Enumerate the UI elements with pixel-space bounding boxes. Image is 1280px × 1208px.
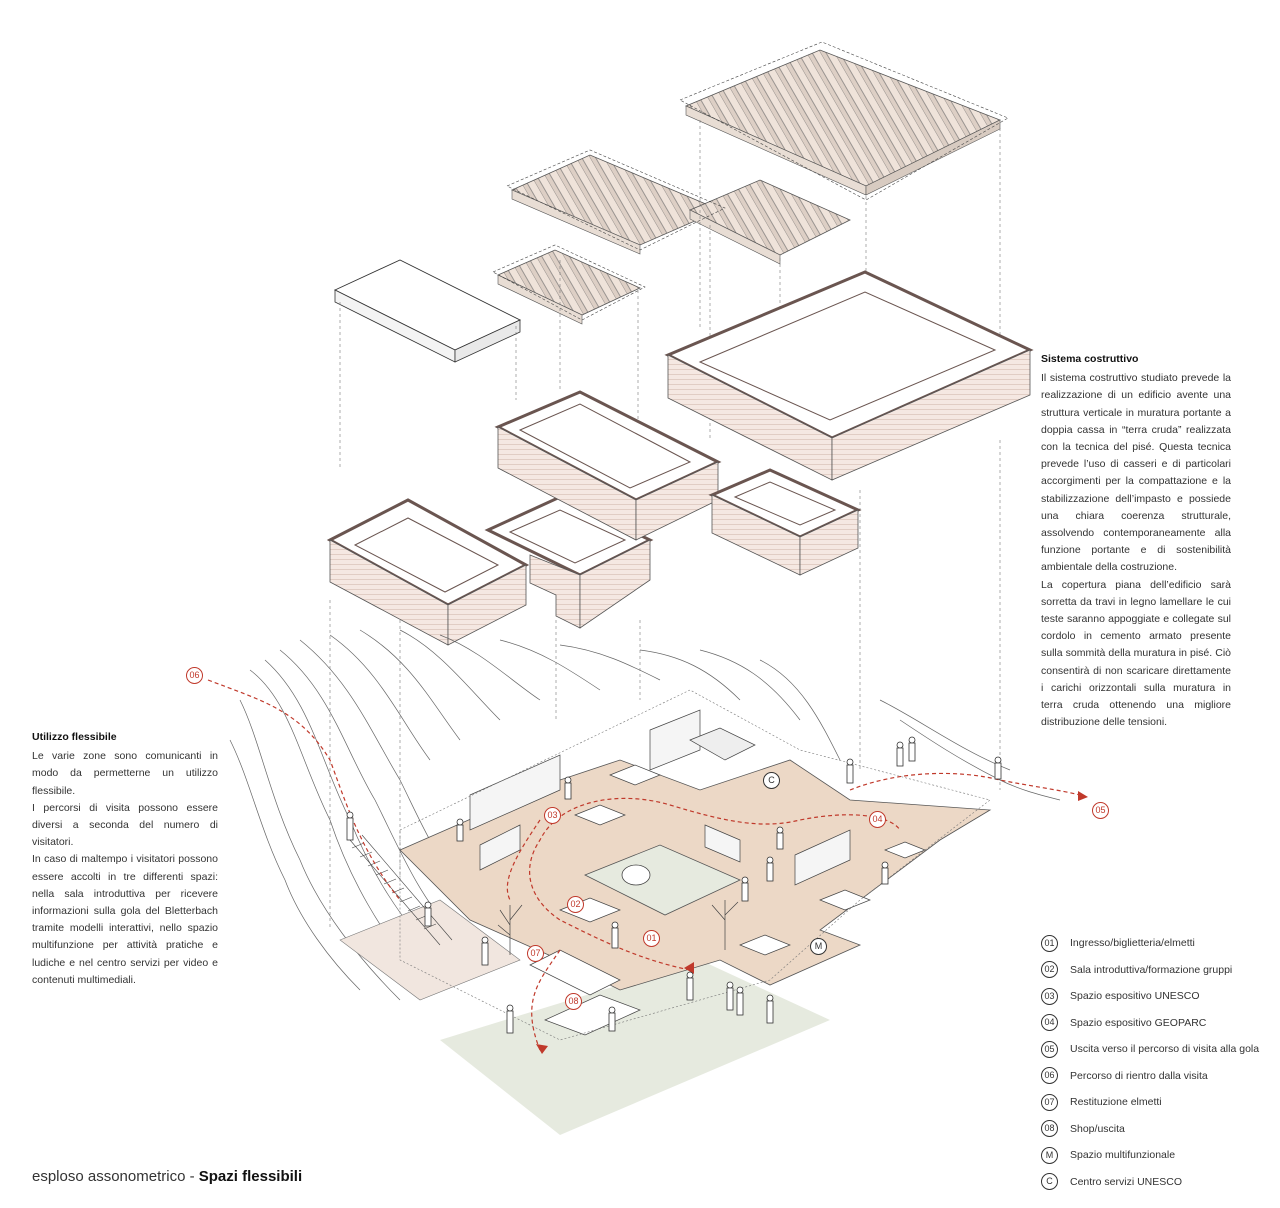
- person-figure: [481, 936, 489, 966]
- terrain-contours: [229, 629, 1061, 1001]
- person-figure: [726, 981, 734, 1011]
- wall-box-right: [708, 468, 862, 576]
- person-figure: [766, 856, 774, 882]
- entrance-plaza: [440, 960, 830, 1135]
- people-figures: [346, 736, 1002, 1034]
- legend-badge: 05: [1041, 1040, 1058, 1058]
- legend-label: Spazio espositivo UNESCO: [1070, 990, 1200, 1003]
- person-figure: [766, 994, 774, 1024]
- person-figure: [908, 736, 916, 762]
- roof-beam-grid-middle: [506, 149, 851, 265]
- person-figure: [846, 758, 854, 784]
- person-figure: [346, 811, 354, 841]
- legend-label: Percorso di rientro dalla visita: [1070, 1069, 1208, 1082]
- person-figure: [608, 1006, 616, 1032]
- legend-badge: 02: [1041, 961, 1058, 979]
- legend-badge: 07: [1041, 1093, 1058, 1111]
- path-arrowheads: [536, 791, 1088, 1054]
- wall-box-middle: [484, 495, 654, 629]
- flexible-use-paragraph-3: In caso di maltempo i visitatori possono…: [32, 853, 218, 986]
- person-figure: [456, 818, 464, 842]
- legend-item: 01 Ingresso/biglietteria/elmetti: [1041, 930, 1271, 957]
- legend-label: Restituzione elmetti: [1070, 1096, 1162, 1109]
- plan-marker-c: C: [763, 772, 780, 789]
- wall-box-large: [664, 270, 1034, 481]
- legend-item: 02 Sala introduttiva/formazione gruppi: [1041, 957, 1271, 984]
- path-marker-04: 04: [869, 811, 886, 828]
- path-marker-01: 01: [643, 930, 660, 947]
- caption-prefix: esploso assonometrico -: [32, 1168, 199, 1185]
- legend-item: 06 Percorso di rientro dalla visita: [1041, 1063, 1271, 1090]
- person-figure: [686, 971, 694, 1001]
- legend-label: Ingresso/biglietteria/elmetti: [1070, 937, 1195, 950]
- flexible-use-paragraph-2: I percorsi di visita possono essere dive…: [32, 801, 218, 849]
- person-figure: [741, 876, 749, 902]
- path-marker-06: 06: [186, 667, 203, 684]
- person-figure: [776, 826, 784, 850]
- legend-item: 05 Uscita verso il percorso di visita all…: [1041, 1036, 1271, 1063]
- path-marker-08: 08: [565, 993, 582, 1010]
- path-marker-02: 02: [567, 896, 584, 913]
- construction-system-title: Sistema costruttivo: [1041, 353, 1139, 365]
- person-figure: [564, 776, 572, 800]
- roof-beam-grid-small: [492, 244, 646, 325]
- person-figure: [424, 901, 432, 927]
- construction-system-text: Sistema costruttivo Il sistema costrutti…: [1041, 351, 1231, 731]
- legend-badge: M: [1041, 1146, 1058, 1164]
- plan-marker-m: M: [810, 938, 827, 955]
- flexible-use-paragraph-1: Le varie zone sono comunicanti in modo d…: [32, 750, 218, 797]
- legend-badge: 04: [1041, 1014, 1058, 1032]
- roof-beam-grid-large: [679, 41, 1009, 201]
- caption-title: Spazi flessibili: [198, 1168, 303, 1185]
- legend-item: 08 Shop/uscita: [1041, 1116, 1271, 1143]
- legend: 01 Ingresso/biglietteria/elmetti 02 Sala i…: [1041, 930, 1271, 1195]
- legend-label: Sala introduttiva/formazione gruppi: [1070, 963, 1233, 976]
- wall-box-left: [326, 498, 530, 646]
- construction-paragraph-1: Il sistema costruttivo studiato prevede …: [1041, 372, 1231, 574]
- person-figure: [611, 921, 619, 949]
- construction-paragraph-2: La copertura piana dell’edificio sarà so…: [1041, 578, 1231, 729]
- legend-item: C Centro servizi UNESCO: [1041, 1169, 1271, 1196]
- roof-slab: [333, 259, 522, 363]
- person-figure: [736, 986, 744, 1016]
- legend-label: Spazio espositivo GEOPARC: [1070, 1016, 1207, 1029]
- person-figure: [506, 1004, 514, 1034]
- wall-box-upper: [494, 390, 722, 541]
- legend-item: 04 Spazio espositivo GEOPARC: [1041, 1010, 1271, 1037]
- drawing-caption: esploso assonometrico - Spazi flessibili: [32, 1168, 302, 1185]
- legend-badge: 08: [1041, 1120, 1058, 1138]
- flexible-use-text: Utilizzo flessibile Le varie zone sono c…: [32, 729, 218, 989]
- path-marker-05: 05: [1092, 802, 1109, 819]
- trees: [497, 900, 739, 955]
- legend-label: Shop/uscita: [1070, 1122, 1125, 1135]
- legend-item: 07 Restituzione elmetti: [1041, 1089, 1271, 1116]
- legend-item: M Spazio multifunzionale: [1041, 1142, 1271, 1169]
- person-figure: [881, 861, 889, 885]
- flexible-use-title: Utilizzo flessibile: [32, 731, 117, 743]
- legend-item: 03 Spazio espositivo UNESCO: [1041, 983, 1271, 1010]
- legend-badge: 03: [1041, 987, 1058, 1005]
- legend-badge: C: [1041, 1173, 1058, 1191]
- path-marker-07: 07: [527, 945, 544, 962]
- legend-label: Centro servizi UNESCO: [1070, 1175, 1183, 1188]
- person-figure: [994, 756, 1002, 780]
- legend-label: Spazio multifunzionale: [1070, 1149, 1176, 1162]
- person-figure: [896, 741, 904, 767]
- legend-label: Uscita verso il percorso di visita alla …: [1070, 1043, 1260, 1056]
- lower-terrace: [339, 899, 521, 1001]
- ground-floor-volume-outline: [399, 689, 991, 1041]
- legend-badge: 01: [1041, 934, 1058, 952]
- path-marker-03: 03: [544, 807, 561, 824]
- legend-badge: 06: [1041, 1067, 1058, 1085]
